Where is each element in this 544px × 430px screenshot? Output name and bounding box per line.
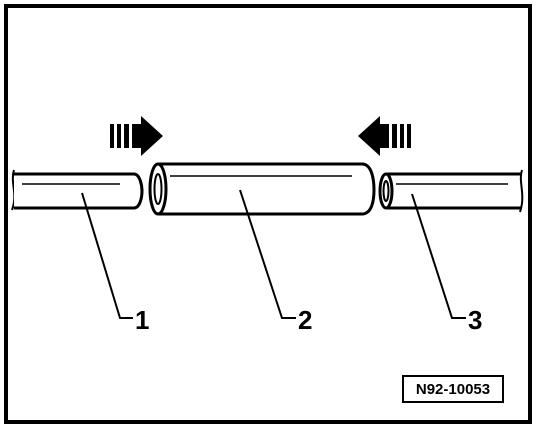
callout-label-1: 1	[135, 305, 149, 335]
leader-line-1	[81, 192, 133, 319]
arrow-right-icon	[110, 116, 163, 156]
reference-code-box: N92-10053	[402, 375, 504, 403]
right-pipe	[378, 169, 524, 213]
connector-sleeve	[148, 162, 376, 216]
arrow-left-icon	[358, 116, 411, 156]
leader-line-2	[239, 189, 296, 319]
reference-code: N92-10053	[416, 381, 490, 398]
callout-label-3: 3	[468, 305, 482, 335]
left-pipe	[11, 169, 144, 211]
callout-label-2: 2	[298, 305, 312, 335]
leader-line-3	[411, 193, 466, 319]
